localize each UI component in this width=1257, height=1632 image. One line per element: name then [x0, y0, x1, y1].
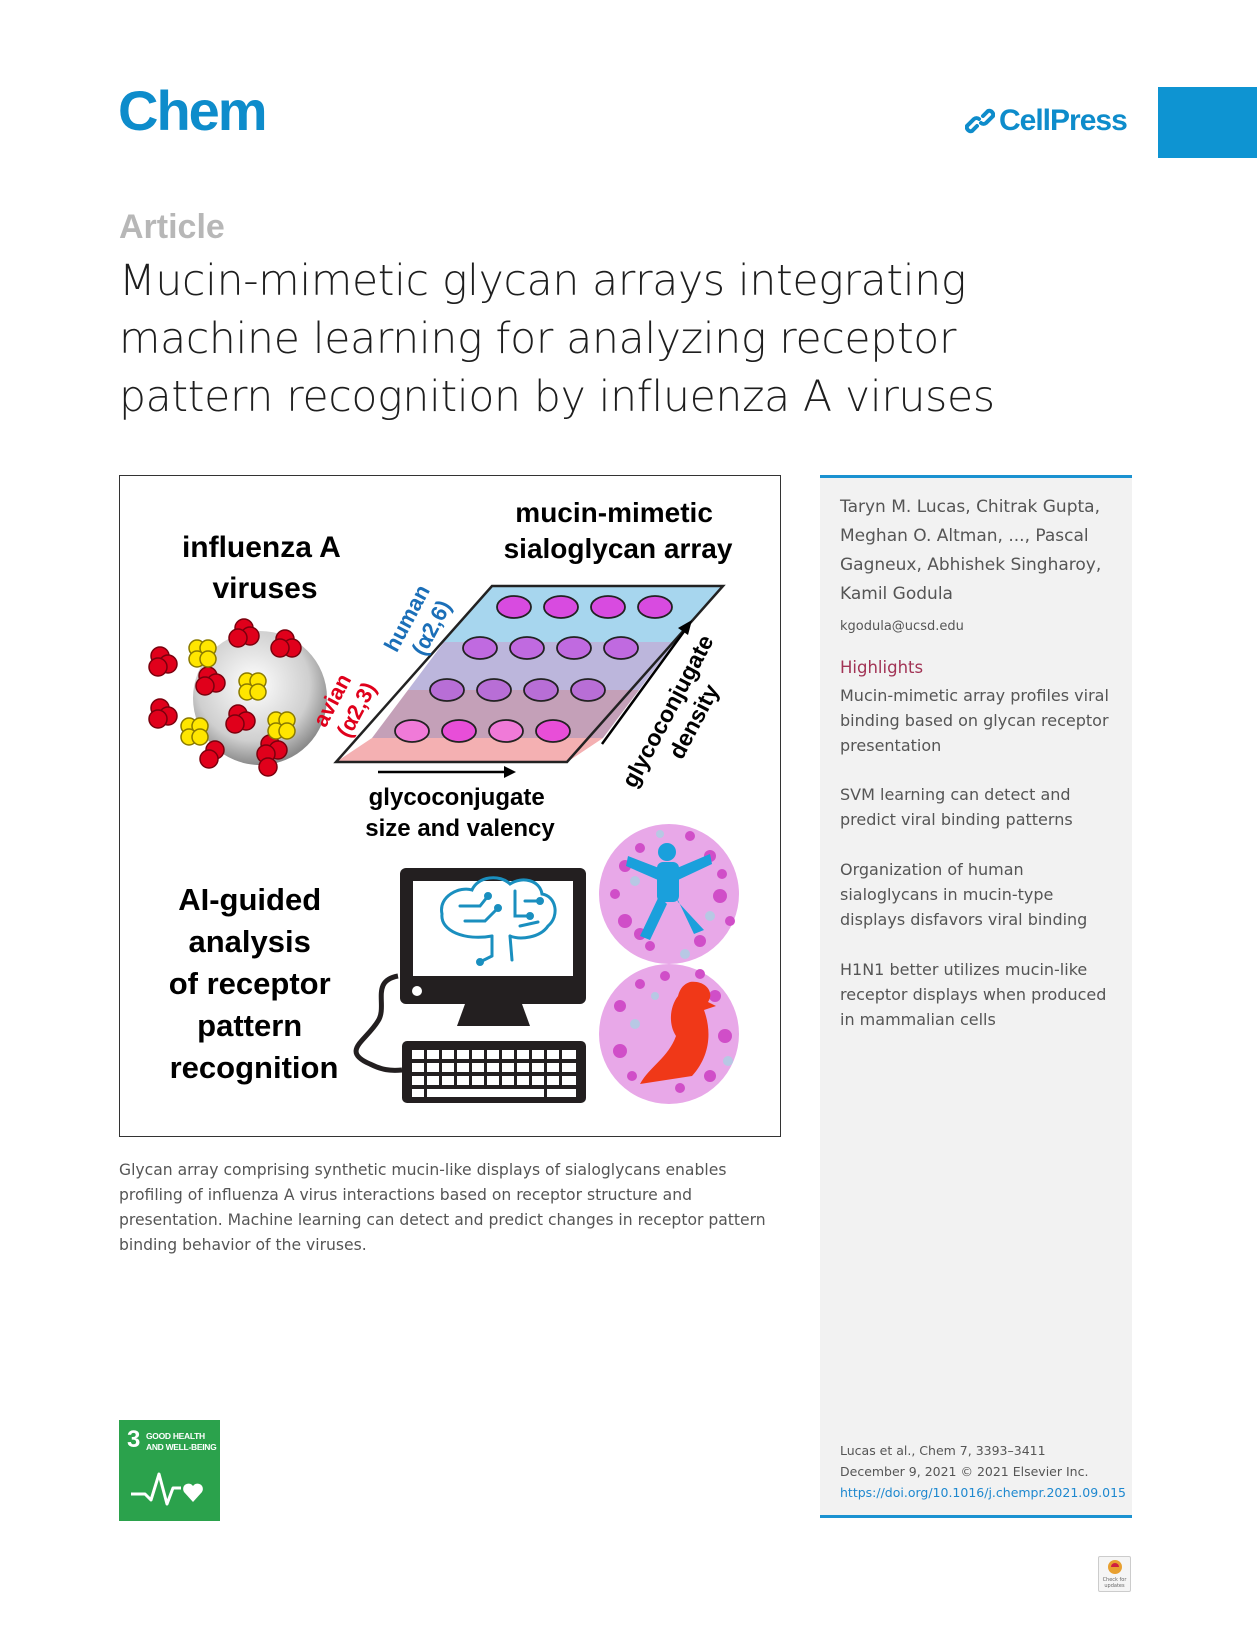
- info-sidebar: [820, 475, 1132, 1518]
- size-arrow: [378, 766, 516, 778]
- journal-logo[interactable]: Chem: [118, 79, 268, 142]
- highlight-line: predict viral binding patterns: [840, 810, 1073, 829]
- check-for-updates-badge[interactable]: Check for updates: [1098, 1556, 1131, 1592]
- highlight-item: Mucin-mimetic array profiles viral bindi…: [840, 683, 1125, 758]
- highlight-line: in mammalian cells: [840, 1010, 996, 1029]
- ai-label-line: recognition: [170, 1050, 339, 1085]
- computer-icon: [353, 868, 586, 1103]
- title-line: Mucin-mimetic glycan arrays integrating: [119, 257, 967, 306]
- check-updates-line: Check for: [1102, 1577, 1127, 1583]
- publisher-logo[interactable]: CellPress: [965, 104, 1128, 138]
- title-line: pattern recognition by influenza A virus…: [119, 373, 995, 422]
- highlight-line: binding based on glycan receptor: [840, 711, 1109, 730]
- cellpress-link-icon: [965, 108, 995, 134]
- figure-caption: Glycan array comprising synthetic mucin-…: [119, 1161, 766, 1254]
- virus-label-line: viruses: [212, 572, 317, 605]
- sdg-number: 3: [127, 1426, 141, 1453]
- author-list: Taryn M. Lucas, Chitrak Gupta, Meghan O.…: [840, 493, 1120, 609]
- sialoglycan-array-slide: [333, 584, 726, 764]
- doi-link[interactable]: https://doi.org/10.1016/j.chempr.2021.09…: [840, 1485, 1126, 1500]
- highlight-line: H1N1 better utilizes mucin-like: [840, 960, 1088, 979]
- sdg-label-line: GOOD HEALTH: [146, 1431, 205, 1441]
- citation-line: Lucas et al., Chem 7, 3393–3411: [840, 1443, 1046, 1458]
- article-type: Article: [119, 208, 225, 246]
- publisher-name: CellPress: [999, 104, 1128, 137]
- highlight-item: Organization of human sialoglycans in mu…: [840, 857, 1125, 932]
- highlight-line: Organization of human: [840, 860, 1024, 879]
- brain-circuit-icon: [440, 876, 557, 966]
- heartbeat-icon: [131, 1472, 203, 1506]
- graphical-abstract: influenza A viruses mucin-mimetic sialog…: [119, 475, 781, 1137]
- highlight-line: Mucin-mimetic array profiles viral: [840, 686, 1109, 705]
- author-line[interactable]: Meghan O. Altman, ..., Pascal: [840, 526, 1089, 546]
- check-updates-icon: [1107, 1560, 1122, 1574]
- human-pattern-plate-icon: [599, 824, 739, 964]
- citation-block: Lucas et al., Chem 7, 3393–3411 December…: [840, 1440, 1126, 1503]
- highlight-line: presentation: [840, 736, 942, 755]
- highlight-line: displays disfavors viral binding: [840, 910, 1088, 929]
- density-arrow: [600, 620, 692, 745]
- array-label-line: mucin-mimetic: [515, 497, 713, 528]
- size-label-line: size and valency: [365, 815, 555, 842]
- citation-line: December 9, 2021 © 2021 Elsevier Inc.: [840, 1464, 1089, 1479]
- svg-text:AI-guided analysis of: AI-guided analysis of receptor pattern r…: [169, 882, 340, 1085]
- array-label-line: sialoglycan array: [504, 533, 733, 564]
- sdg-label-line: AND WELL-BEING: [146, 1442, 217, 1452]
- highlight-line: SVM learning can detect and: [840, 785, 1071, 804]
- svg-text:glycoconjugate size and va: glycoconjugate size and valency: [365, 784, 555, 842]
- virus-label-line: influenza A: [182, 531, 340, 564]
- graphical-abstract-figure: influenza A viruses mucin-mimetic sialog…: [148, 497, 739, 1104]
- avian-pattern-plate-icon: [599, 964, 739, 1104]
- svg-text:influenza A viruses: influenza A viruses: [182, 531, 348, 605]
- highlight-line: receptor displays when produced: [840, 985, 1107, 1004]
- size-label-line: glycoconjugate: [369, 784, 545, 811]
- ai-label-line: analysis: [189, 924, 311, 959]
- correspondence-email[interactable]: kgodula@ucsd.edu: [840, 619, 964, 634]
- author-line[interactable]: Gagneux, Abhishek Singharoy,: [840, 555, 1102, 575]
- sdg-badge[interactable]: 3 GOOD HEALTH AND WELL-BEING: [119, 1420, 220, 1521]
- ai-label-line: AI-guided: [178, 882, 321, 917]
- highlight-item: H1N1 better utilizes mucin-like receptor…: [840, 957, 1125, 1032]
- corner-tab: [1158, 87, 1257, 158]
- ai-label-line: of receptor: [169, 966, 331, 1001]
- highlights-heading: Highlights: [840, 658, 924, 677]
- virus-particle-icon: [148, 618, 327, 777]
- author-line[interactable]: Taryn M. Lucas, Chitrak Gupta,: [840, 497, 1100, 517]
- highlight-item: SVM learning can detect and predict vira…: [840, 782, 1125, 832]
- article-title: Mucin-mimetic glycan arrays integrating …: [119, 253, 1079, 427]
- highlight-line: sialoglycans in mucin-type: [840, 885, 1054, 904]
- title-line: machine learning for analyzing receptor: [119, 315, 957, 364]
- author-line[interactable]: Kamil Godula: [840, 584, 953, 604]
- check-updates-line: updates: [1104, 1583, 1125, 1589]
- svg-text:mucin-mimetic sialoglycan: mucin-mimetic sialoglycan array: [504, 497, 733, 564]
- ai-label-line: pattern: [197, 1008, 302, 1043]
